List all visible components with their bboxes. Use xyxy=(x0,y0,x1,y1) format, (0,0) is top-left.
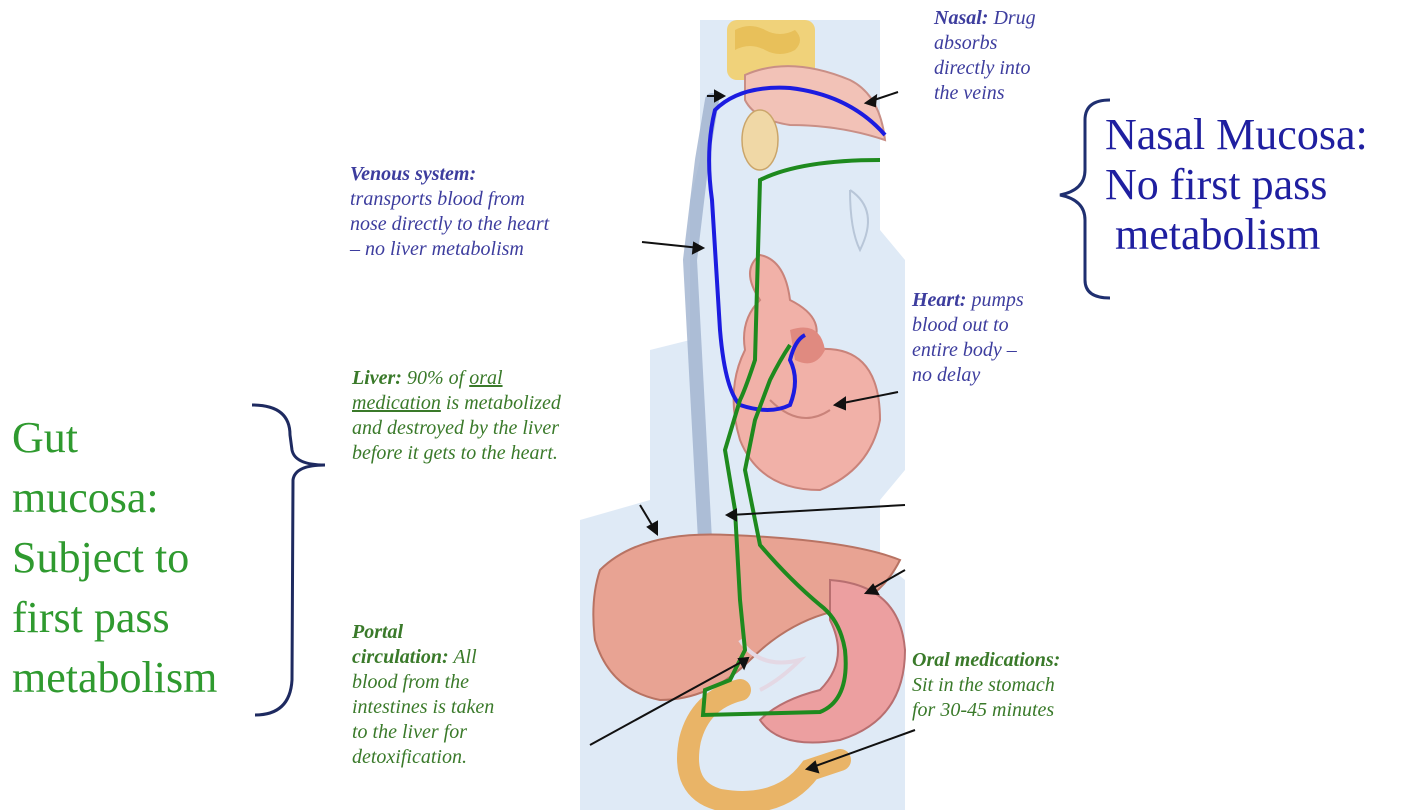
heart-annotation: Heart: pumps blood out to entire body – … xyxy=(912,288,1024,388)
nasal-mucosa-label: Nasal Mucosa: No first pass metabolism xyxy=(1105,110,1368,260)
gut-brace xyxy=(252,405,325,715)
nasal-brace xyxy=(1060,100,1110,298)
venous-annotation: Venous system: transports blood from nos… xyxy=(350,162,549,262)
gut-mucosa-label: Gut mucosa: Subject to first pass metabo… xyxy=(12,408,217,708)
portal-annotation: Portal circulation: All blood from the i… xyxy=(352,620,494,770)
oral-annotation: Oral medications: Sit in the stomach for… xyxy=(912,648,1060,723)
liver-annotation: Liver: 90% of oral medication is metabol… xyxy=(352,366,561,466)
